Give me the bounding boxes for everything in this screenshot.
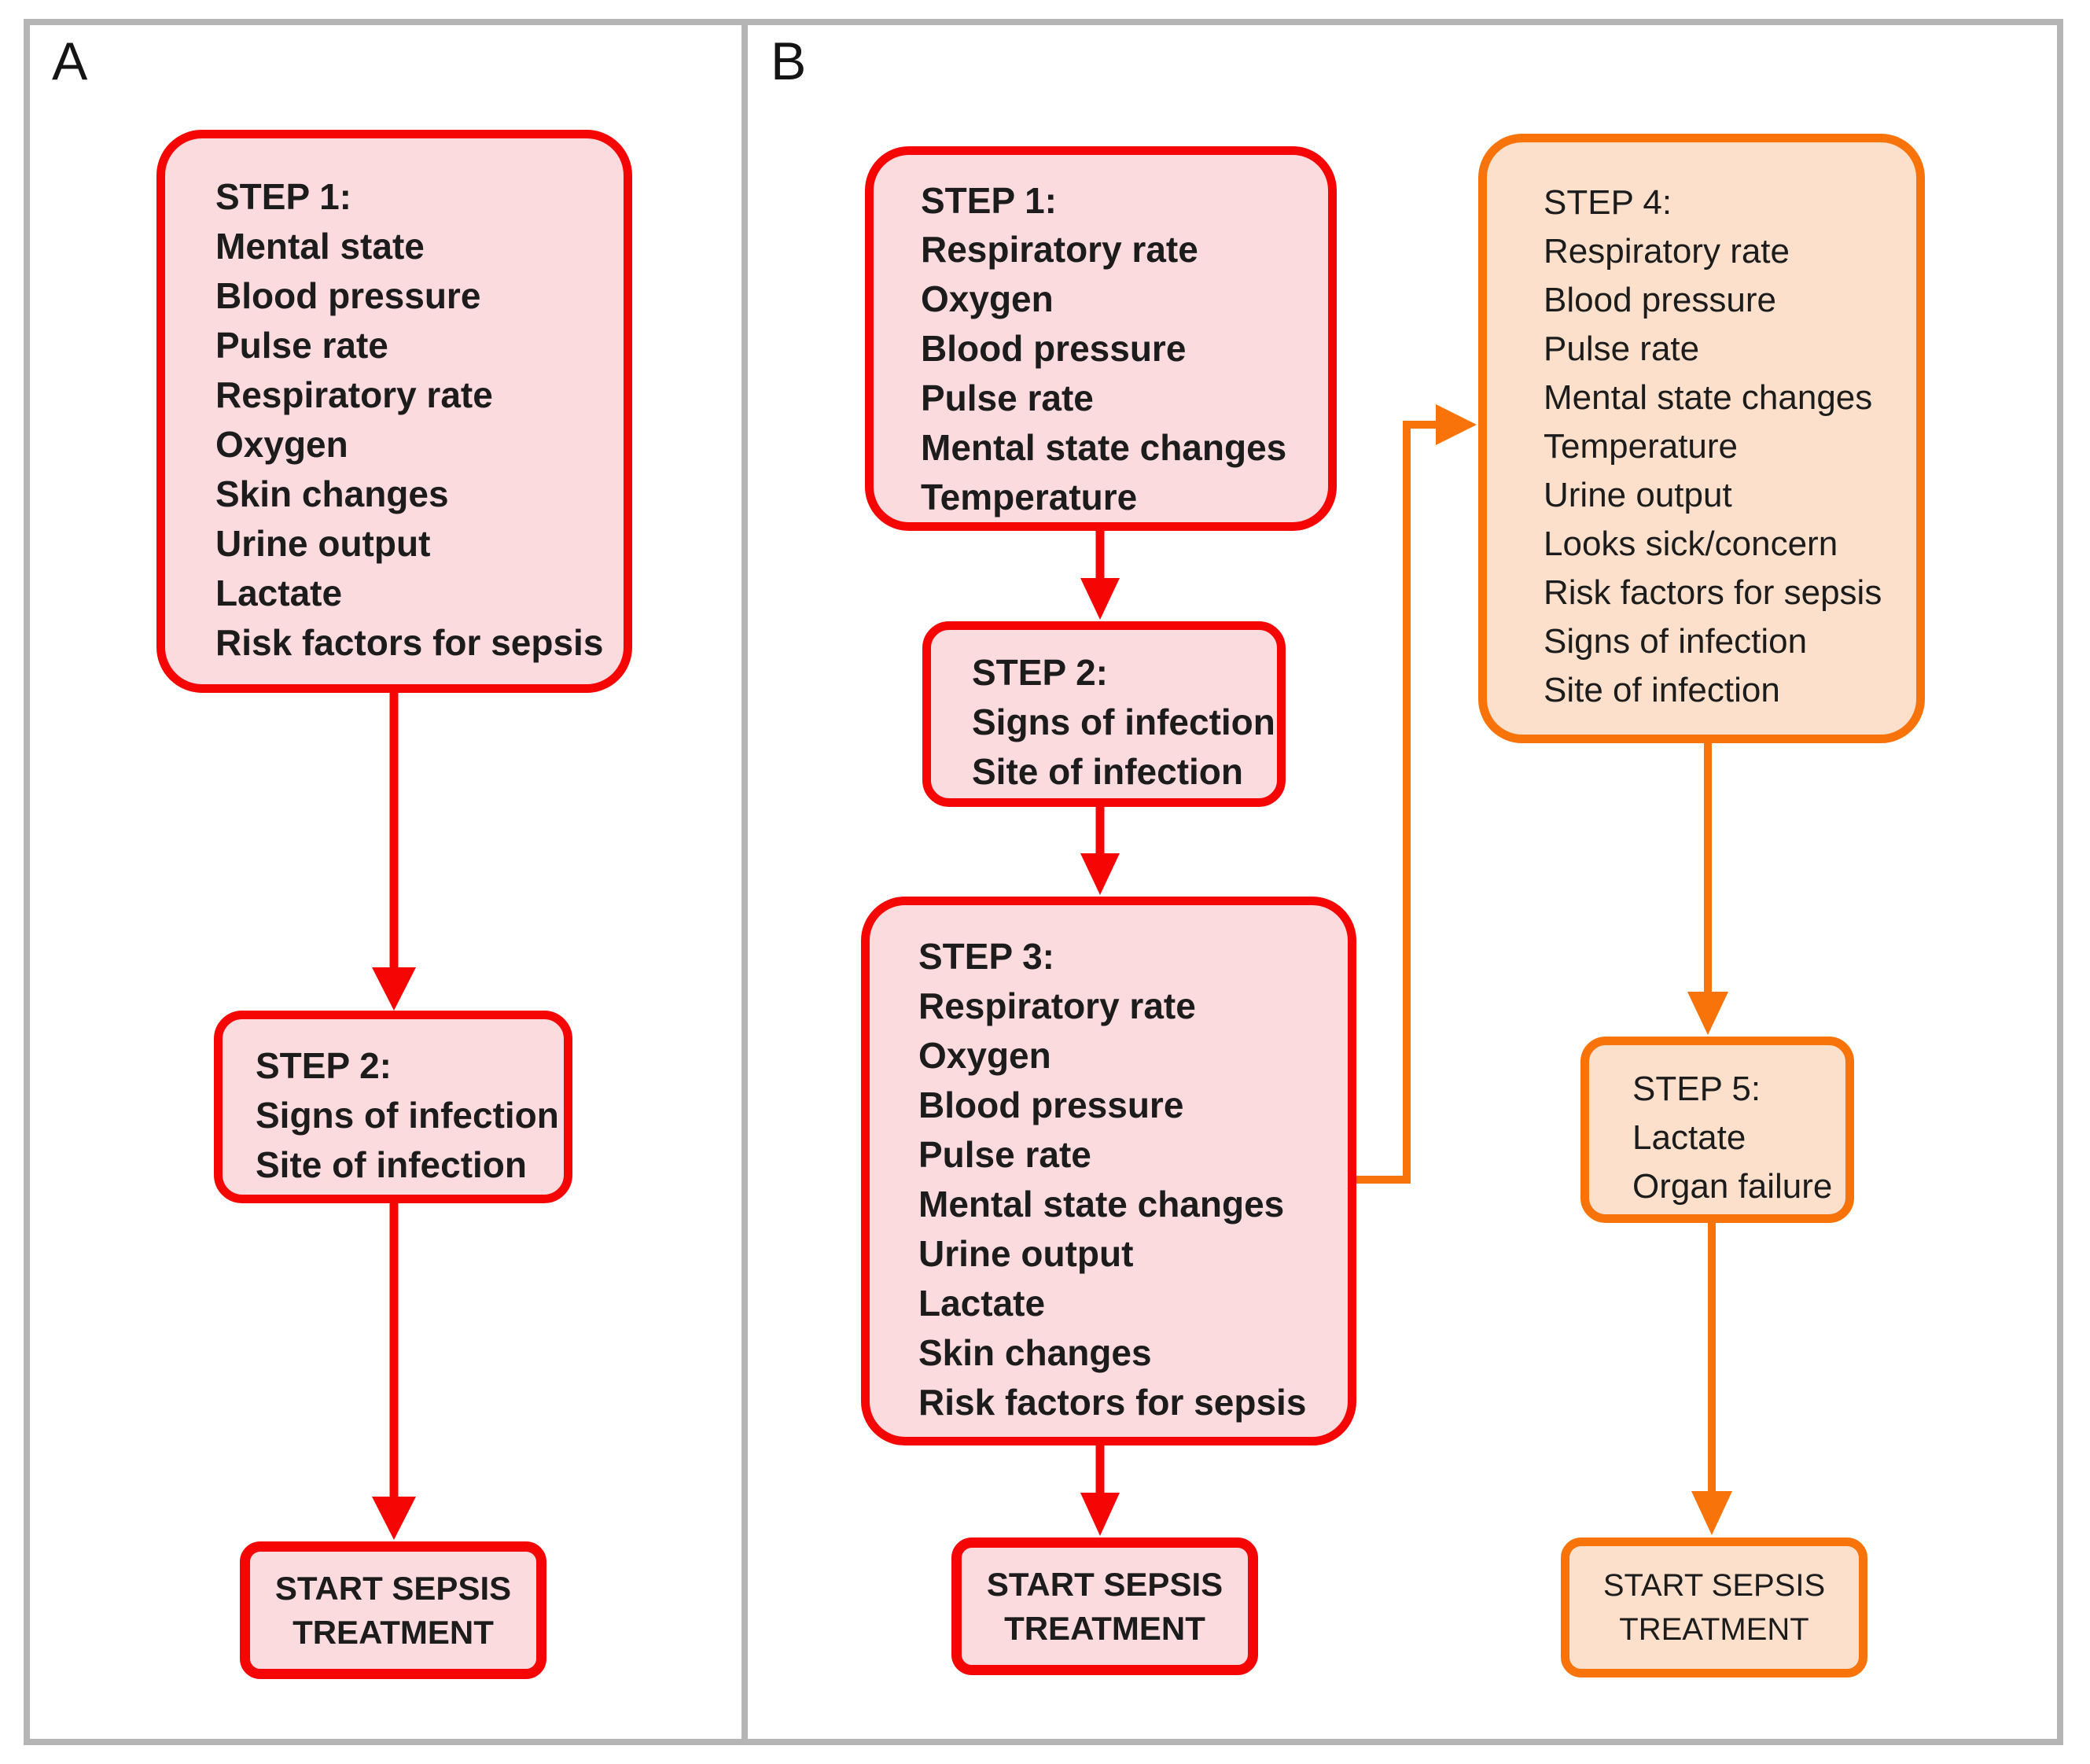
list-line: Respiratory rate xyxy=(215,374,493,415)
list-line: Blood pressure xyxy=(215,275,481,316)
arrowhead-b-step1-step2 xyxy=(1080,578,1120,620)
list-line: Oxygen xyxy=(215,424,348,465)
list-line: Mental state changes xyxy=(918,1184,1285,1224)
arrowhead-a-step2-treatment xyxy=(372,1497,416,1540)
arrowhead-a-step1-step2 xyxy=(372,967,416,1011)
list-line: Risk factors for sepsis xyxy=(1544,573,1882,612)
panel-b-label: B xyxy=(771,31,807,91)
list-line: Pulse rate xyxy=(921,377,1094,418)
list-line: Lactate xyxy=(1632,1118,1746,1157)
panel-b-step3-title: STEP 3: xyxy=(918,936,1054,977)
arrowhead-b-step3-step4 xyxy=(1436,404,1477,445)
list-line: Mental state changes xyxy=(1544,378,1873,417)
arrowhead-b-step3-treatment xyxy=(1080,1493,1120,1536)
list-line: Signs of infection xyxy=(1544,622,1808,661)
list-line: Blood pressure xyxy=(1544,281,1776,319)
list-line: Pulse rate xyxy=(1544,330,1700,368)
list-line: Pulse rate xyxy=(918,1134,1091,1175)
panel-b-treatment-red-label: START SEPSIS TREATMENT xyxy=(986,1565,1223,1647)
list-line: Lactate xyxy=(918,1283,1046,1324)
list-line: Oxygen xyxy=(918,1035,1051,1076)
panel-a-step2-title: STEP 2: xyxy=(256,1045,392,1086)
list-line: Skin changes xyxy=(918,1332,1152,1373)
list-line: Looks sick/concern xyxy=(1544,525,1838,563)
list-line: Urine output xyxy=(1544,476,1732,514)
list-line: Respiratory rate xyxy=(1544,232,1790,271)
elbow-b-step3-step4 xyxy=(1354,421,1437,1184)
list-line: Temperature xyxy=(921,477,1138,517)
arrowhead-b-step2-step3 xyxy=(1080,853,1120,895)
list-line: Blood pressure xyxy=(921,328,1187,369)
list-line: Risk factors for sepsis xyxy=(215,622,604,663)
panel-b-step2-title: STEP 2: xyxy=(972,652,1108,693)
panel-b-treatment-orange-box: START SEPSIS TREATMENT xyxy=(1561,1538,1867,1677)
arrowhead-b-step4-step5 xyxy=(1687,992,1728,1035)
arrowhead-b-step5-treatment xyxy=(1691,1491,1732,1535)
panel-a-label: A xyxy=(52,31,88,91)
list-line: Respiratory rate xyxy=(918,985,1196,1026)
list-line: Oxygen xyxy=(921,278,1054,319)
list-line: Signs of infection xyxy=(256,1095,559,1136)
list-line: Site of infection xyxy=(256,1144,527,1185)
list-line: Mental state xyxy=(215,226,425,267)
list-line: Temperature xyxy=(1544,427,1739,466)
list-line: Organ failure xyxy=(1632,1167,1833,1206)
list-line: Respiratory rate xyxy=(921,229,1198,270)
list-line: Mental state changes xyxy=(921,427,1287,468)
panel-a-treatment-box: START SEPSIS TREATMENT xyxy=(240,1541,546,1679)
list-line: Pulse rate xyxy=(215,325,388,366)
list-line: Site of infection xyxy=(1544,671,1780,709)
panel-b-step1-title: STEP 1: xyxy=(921,180,1057,221)
list-line: Signs of infection xyxy=(972,702,1275,742)
panel-b-step5-title: STEP 5: xyxy=(1632,1070,1761,1108)
panel-divider xyxy=(741,19,748,1745)
list-line: Site of infection xyxy=(972,751,1243,792)
list-line: Skin changes xyxy=(215,473,449,514)
panel-a-step1-title: STEP 1: xyxy=(215,176,351,217)
panel-b-treatment-red-box: START SEPSIS TREATMENT xyxy=(951,1538,1258,1675)
panel-b-treatment-orange-label: START SEPSIS TREATMENT xyxy=(1602,1568,1826,1647)
list-line: Urine output xyxy=(215,523,431,564)
list-line: Blood pressure xyxy=(918,1085,1184,1125)
list-line: Risk factors for sepsis xyxy=(918,1382,1307,1423)
list-line: Urine output xyxy=(918,1233,1134,1274)
panel-a-treatment-label: START SEPSIS TREATMENT xyxy=(274,1569,512,1651)
list-line: Lactate xyxy=(215,573,343,613)
panel-b-step4-title: STEP 4: xyxy=(1544,183,1672,222)
